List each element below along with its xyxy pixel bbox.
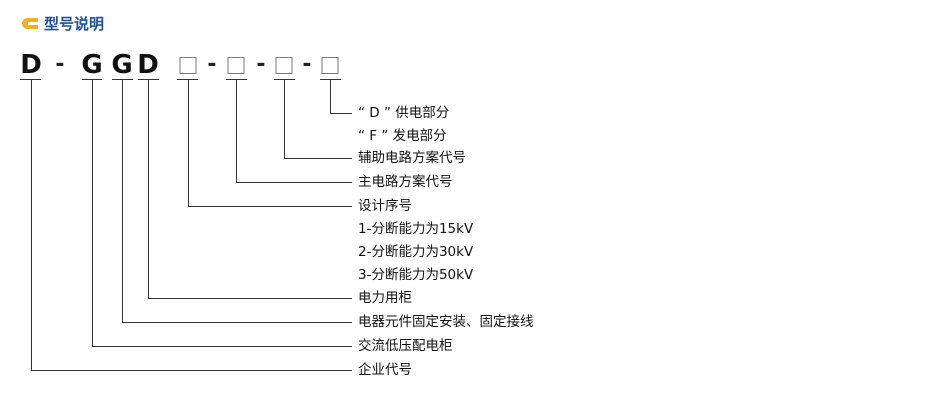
label-supply-part: “ D ” 供电部分: [358, 105, 450, 121]
code-placeholder-box: [275, 57, 293, 74]
code-dash: -: [256, 52, 266, 77]
label-power-cabinet: 电力用柜: [358, 290, 412, 306]
label-ac-lv-switchgear: 交流低压配电柜: [358, 338, 453, 354]
code-dash: -: [207, 52, 217, 77]
label-breaking-30kv: 2-分断能力为30kV: [358, 244, 474, 260]
label-company-code: 企业代号: [358, 362, 412, 378]
code-letter-d2: D: [137, 50, 159, 80]
code-placeholder-box: [321, 57, 339, 74]
label-design-serial: 设计序号: [358, 198, 412, 214]
label-breaking-15kv: 1-分断能力为15kV: [358, 221, 474, 237]
label-fixed-installation: 电器元件固定安装、固定接线: [358, 314, 534, 330]
code-dash: -: [55, 52, 65, 77]
code-dash: -: [302, 52, 312, 77]
code-letter-g2: G: [111, 50, 133, 80]
section-title: 型号说明: [44, 15, 105, 33]
label-aux-circuit-code: 辅助电路方案代号: [358, 150, 466, 166]
code-placeholder-box: [179, 57, 197, 74]
label-main-circuit-code: 主电路方案代号: [358, 174, 453, 190]
tag-icon: [22, 18, 38, 29]
code-letter-d: D: [20, 50, 42, 80]
code-letter-g1: G: [81, 50, 103, 80]
section-header: 型号说明: [22, 13, 104, 34]
code-placeholder-box: [227, 57, 245, 74]
label-breaking-50kv: 3-分断能力为50kV: [358, 267, 474, 283]
label-generation-part: “ F ” 发电部分: [358, 128, 447, 144]
